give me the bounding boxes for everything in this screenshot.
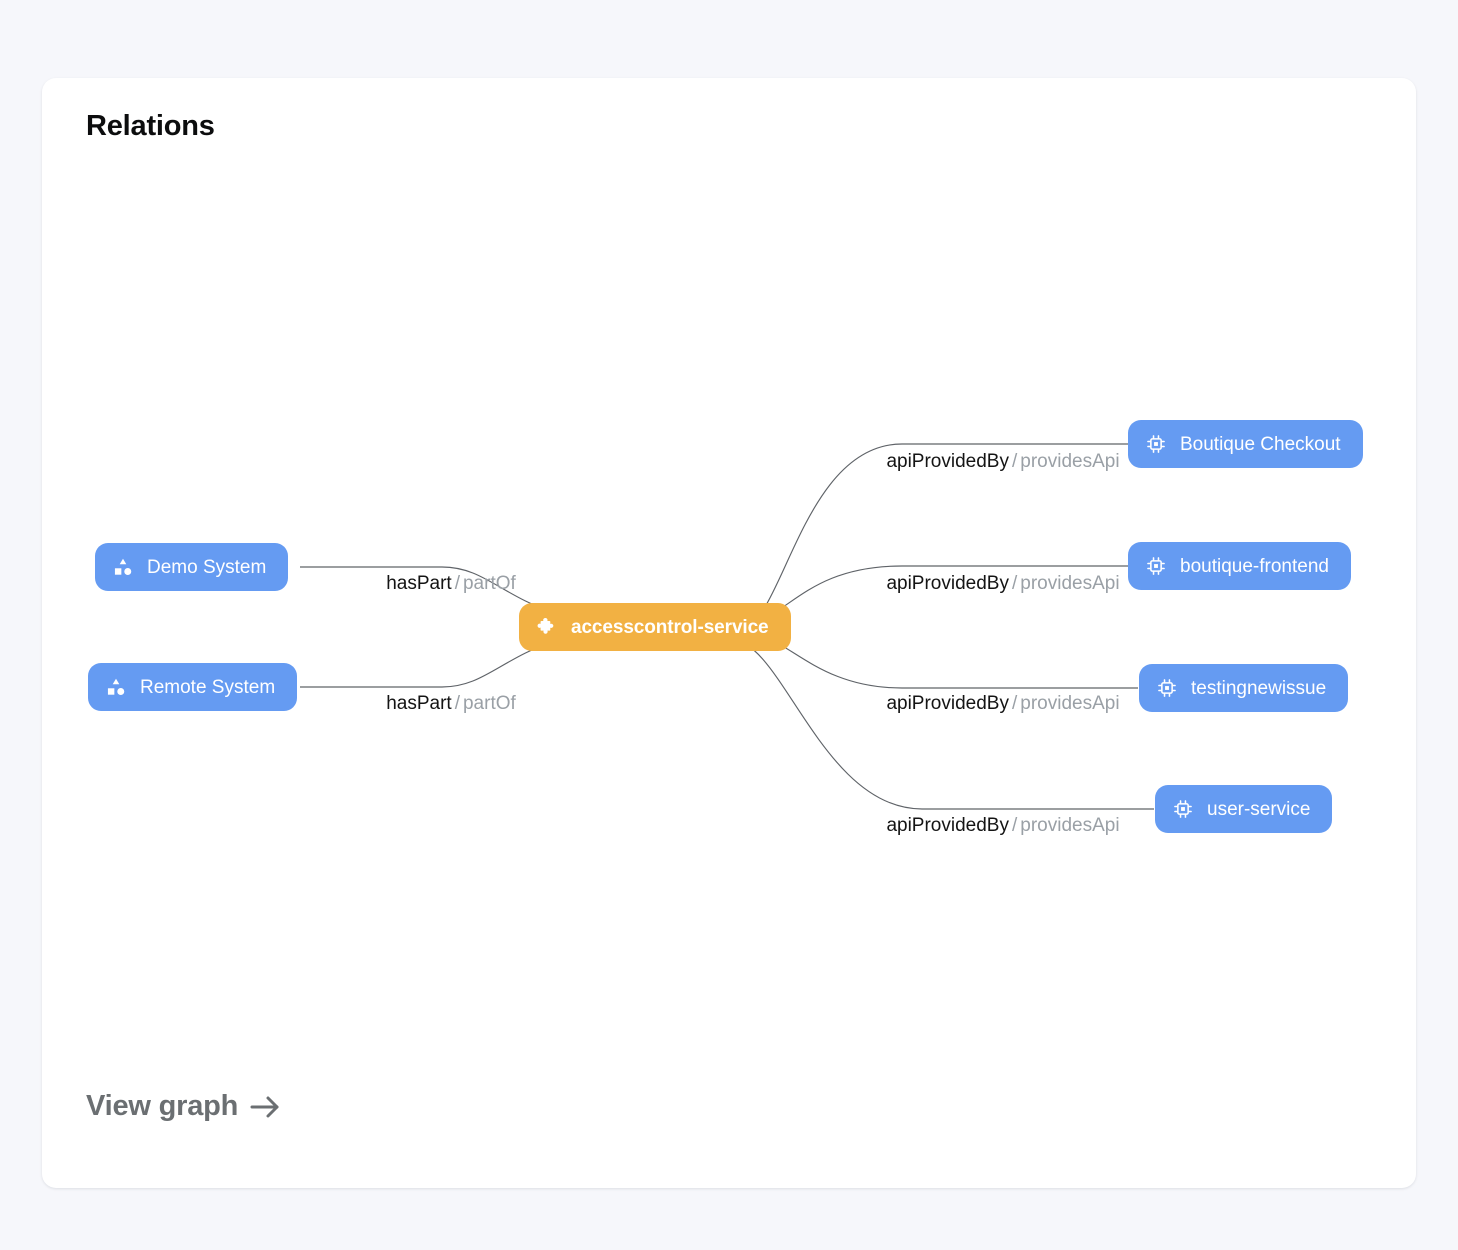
- edge-label-forward: apiProvidedBy: [886, 815, 1009, 836]
- node-boutique-checkout[interactable]: Boutique Checkout: [1128, 420, 1363, 468]
- edge-testingnewissue: [741, 631, 1138, 689]
- node-label: Remote System: [140, 676, 276, 698]
- node-label: Boutique Checkout: [1180, 433, 1341, 455]
- edge-label-reverse: providesApi: [1020, 451, 1120, 472]
- edge-label-separator: /: [1011, 693, 1018, 714]
- cpu-chip-icon: [1155, 676, 1179, 700]
- node-remote-system[interactable]: Remote System: [88, 663, 298, 711]
- node-testingnewissue[interactable]: testingnewissue: [1139, 664, 1349, 712]
- edge-label-boutique-frontend: apiProvidedBy/providesApi: [886, 573, 1119, 595]
- node-user-service[interactable]: user-service: [1155, 785, 1333, 833]
- arrow-right-icon: [249, 1092, 283, 1122]
- relations-graph[interactable]: Demo System Remote System: [42, 78, 1416, 1188]
- edge-label-reverse: partOf: [462, 693, 516, 714]
- category-shapes-icon: [104, 675, 128, 699]
- puzzle-piece-icon: [535, 615, 559, 639]
- cpu-chip-icon: [1144, 554, 1168, 578]
- edge-label-reverse: providesApi: [1020, 815, 1120, 836]
- category-shapes-icon: [111, 555, 135, 579]
- edge-label-separator: /: [1011, 451, 1018, 472]
- edge-label-separator: /: [1011, 573, 1018, 594]
- edge-label-separator: /: [454, 573, 460, 594]
- edge-label-separator: /: [454, 693, 460, 714]
- edge-label-remote-system: hasPart/partOf: [386, 693, 516, 715]
- node-demo-system[interactable]: Demo System: [95, 543, 289, 591]
- cpu-chip-icon: [1144, 432, 1168, 456]
- edge-user-service: [731, 639, 1154, 810]
- edge-label-forward: apiProvidedBy: [886, 693, 1009, 714]
- edge-label-reverse: providesApi: [1020, 693, 1120, 714]
- view-graph-label: View graph: [86, 1090, 239, 1122]
- cpu-chip-icon: [1171, 797, 1195, 821]
- edge-label-forward: apiProvidedBy: [886, 573, 1009, 594]
- edge-label-forward: apiProvidedBy: [886, 451, 1009, 472]
- node-label: testingnewissue: [1191, 677, 1327, 699]
- edge-label-forward: hasPart: [386, 573, 452, 594]
- edge-label-user-service: apiProvidedBy/providesApi: [886, 815, 1119, 837]
- node-label: boutique-frontend: [1180, 555, 1329, 577]
- edge-label-demo-system: hasPart/partOf: [386, 573, 516, 595]
- node-accesscontrol-service[interactable]: accesscontrol-service: [519, 603, 791, 651]
- view-graph-link[interactable]: View graph: [86, 1090, 283, 1123]
- page-title: Relations: [86, 110, 215, 142]
- edge-label-forward: hasPart: [386, 693, 452, 714]
- edge-label-testingnewissue: apiProvidedBy/providesApi: [886, 693, 1119, 715]
- relations-card: Relations: [42, 78, 1416, 1188]
- node-label: Demo System: [147, 556, 267, 578]
- node-label: user-service: [1207, 798, 1311, 820]
- node-boutique-frontend[interactable]: boutique-frontend: [1128, 542, 1351, 590]
- edge-label-reverse: partOf: [462, 573, 516, 594]
- edge-label-reverse: providesApi: [1020, 573, 1120, 594]
- edge-label-boutique-checkout: apiProvidedBy/providesApi: [886, 451, 1119, 473]
- node-label: accesscontrol-service: [571, 616, 769, 638]
- edge-label-separator: /: [1011, 815, 1018, 836]
